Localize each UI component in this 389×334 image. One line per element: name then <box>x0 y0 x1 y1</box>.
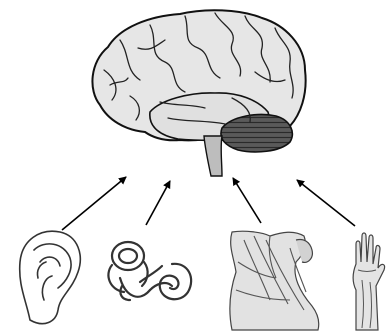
neck-muscles-icon <box>230 231 319 330</box>
arrow-ear-to-brain <box>62 177 126 230</box>
arm-hand-icon <box>353 233 385 330</box>
arrow-neck-to-brain <box>233 178 261 223</box>
brain-icon <box>92 10 305 176</box>
ear-icon <box>20 231 81 323</box>
arrow-arm-to-brain <box>297 180 355 226</box>
cochlea-icon <box>108 242 191 300</box>
arrow-vestibular-to-brain <box>146 181 170 225</box>
arrows <box>62 177 355 230</box>
